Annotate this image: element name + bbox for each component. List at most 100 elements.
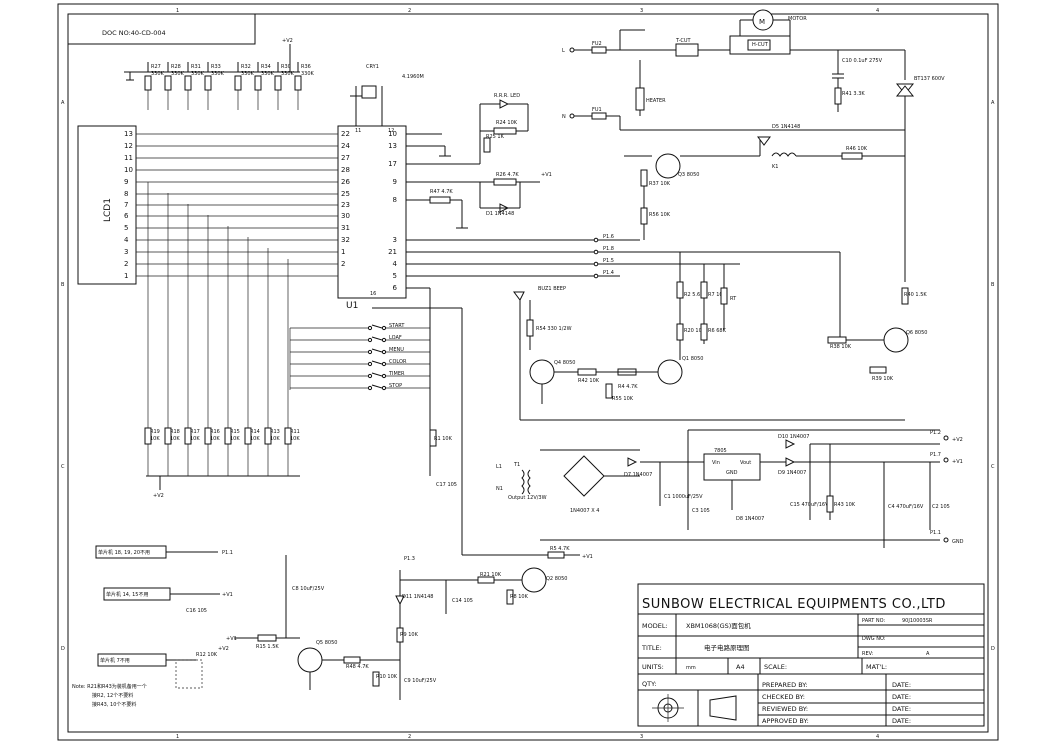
col-marker-4: 4	[876, 8, 879, 14]
lcd-pin-1: 1	[124, 272, 128, 280]
note-line3: 接R43, 10个不要料	[92, 701, 136, 708]
r24-label: R24 10K	[496, 120, 518, 126]
zone-markers: 1 2 3 4 1 2 3 4 A B C D A B C D	[61, 8, 995, 740]
note-line1: Note: R21和R43为装机备用一个	[72, 683, 147, 690]
title-value: 电子电路原理图	[704, 643, 750, 652]
net-v2-bottom: +V2	[153, 493, 164, 499]
resistor-r32	[234, 75, 242, 91]
bot-res-ref: R11	[290, 429, 300, 435]
top-res-value: 330K	[281, 71, 295, 77]
r25-label: R25 1K	[486, 134, 505, 140]
top-res-ref: R30	[281, 64, 291, 70]
r56-label: R56 10K	[649, 212, 671, 218]
lcd-pin-8: 8	[124, 190, 128, 198]
net-p12: P1.2	[930, 430, 941, 436]
r38-label: R38 10K	[830, 344, 852, 350]
r26-label: R26 4.7K	[496, 172, 519, 178]
col-marker-1: 1	[176, 8, 179, 14]
r12-label: R12 10K	[196, 652, 218, 658]
lcd-pin-3: 3	[124, 248, 128, 256]
row-marker-b2: B	[991, 282, 995, 288]
r21-label: R21 10K	[480, 572, 502, 578]
r55-label: R55 10K	[612, 396, 634, 402]
size-value: A4	[736, 663, 745, 671]
note-line2: 接R2, 12个不要料	[92, 692, 133, 699]
heater-label: HEATER	[646, 98, 666, 104]
outer-frame	[57, 3, 999, 741]
bot-res-ref: R16	[210, 429, 220, 435]
prepared-label: PREPARED BY:	[762, 681, 808, 689]
fu2-label: FU2	[592, 41, 602, 47]
r8-label: R8 10K	[510, 594, 529, 600]
row-marker-a: A	[61, 100, 65, 106]
mcu-pin-30: 30	[341, 212, 350, 220]
c1-label: C1 1000uF/25V	[664, 494, 703, 500]
mains-n: N	[562, 114, 566, 120]
bot-res-ref: R13	[270, 429, 280, 435]
hcut-label: H-CUT	[752, 42, 769, 48]
buzzer-label: BUZ1 BEEP	[538, 286, 566, 292]
lcd-pin-11: 11	[124, 154, 133, 162]
out-gnd: GND	[952, 539, 964, 545]
top-res-value: 330K	[261, 71, 275, 77]
mcu-pin-1: 1	[341, 248, 345, 256]
d10-label: D10 1N4007	[778, 434, 809, 440]
rev-label: REV:	[862, 651, 874, 657]
col-marker-4b: 4	[876, 734, 879, 740]
mcu-pin-10: 10	[388, 130, 397, 138]
mcu-pin-27: 27	[341, 154, 350, 162]
col-marker-2b: 2	[408, 734, 411, 740]
mcu-pin-4: 4	[393, 260, 398, 268]
net-p15: P1.5	[603, 258, 614, 264]
r42-label: R42 10K	[578, 378, 600, 384]
q5-label: Q5 8050	[316, 640, 337, 646]
mcu-pin-25: 25	[341, 190, 350, 198]
r2-label: R2 5.6K	[684, 292, 704, 298]
row-marker-d: D	[61, 646, 65, 652]
qty-label: QTY:	[642, 680, 656, 688]
row-marker-c2: C	[991, 464, 995, 470]
mcu-pin-2: 2	[341, 260, 345, 268]
d7-label: D7 1N4007	[624, 472, 652, 478]
partno-value: 90J10003SR	[902, 618, 933, 624]
date-3: DATE:	[892, 705, 911, 713]
r40-label: R40 1.5K	[904, 292, 927, 298]
c2-label: C2 105	[932, 504, 950, 510]
led-label: R.R.R. LED	[494, 93, 520, 99]
r48-label: R48 4.7K	[346, 664, 369, 670]
mcu-u1	[337, 125, 407, 299]
bot-res-ref: R17	[190, 429, 200, 435]
t1-label: T1	[513, 462, 520, 468]
net-p18: P1.8	[603, 246, 614, 252]
lcd-pin-5: 5	[124, 224, 128, 232]
lcd-pin-2: 2	[124, 260, 128, 268]
relay-label: K1	[772, 164, 778, 170]
mcu-pin-13: 13	[388, 142, 397, 150]
checked-label: CHECKED BY:	[762, 693, 805, 701]
motor-note: MOTOR	[788, 16, 807, 22]
reviewed-label: REVIEWED BY:	[762, 705, 808, 713]
c4-label: C4 470uF/16V	[888, 504, 924, 510]
col-marker-3b: 3	[640, 734, 643, 740]
date-1: DATE:	[892, 681, 911, 689]
sw3-label: 单片机 7不用	[100, 657, 130, 664]
crystal-value: 4.1960M	[402, 74, 424, 80]
row-marker-a2: A	[991, 100, 995, 106]
net-p11-b: P1.1	[222, 550, 233, 556]
r54-label: R54 330 1/2W	[536, 326, 572, 332]
q4-label: Q4 8050	[554, 360, 575, 366]
bot-res-ref: R18	[170, 429, 180, 435]
c3-label: C3 105	[692, 508, 710, 514]
reg-vin: Vin	[712, 460, 720, 466]
mcu-pin-8: 8	[393, 196, 397, 204]
top-res-value: 330K	[151, 71, 165, 77]
resistor-r17	[184, 427, 192, 445]
mcu-pin-9: 9	[393, 178, 397, 186]
resistor-r30	[274, 75, 282, 91]
mcu-pin-23: 23	[341, 201, 350, 209]
doc-no-box	[68, 14, 256, 45]
